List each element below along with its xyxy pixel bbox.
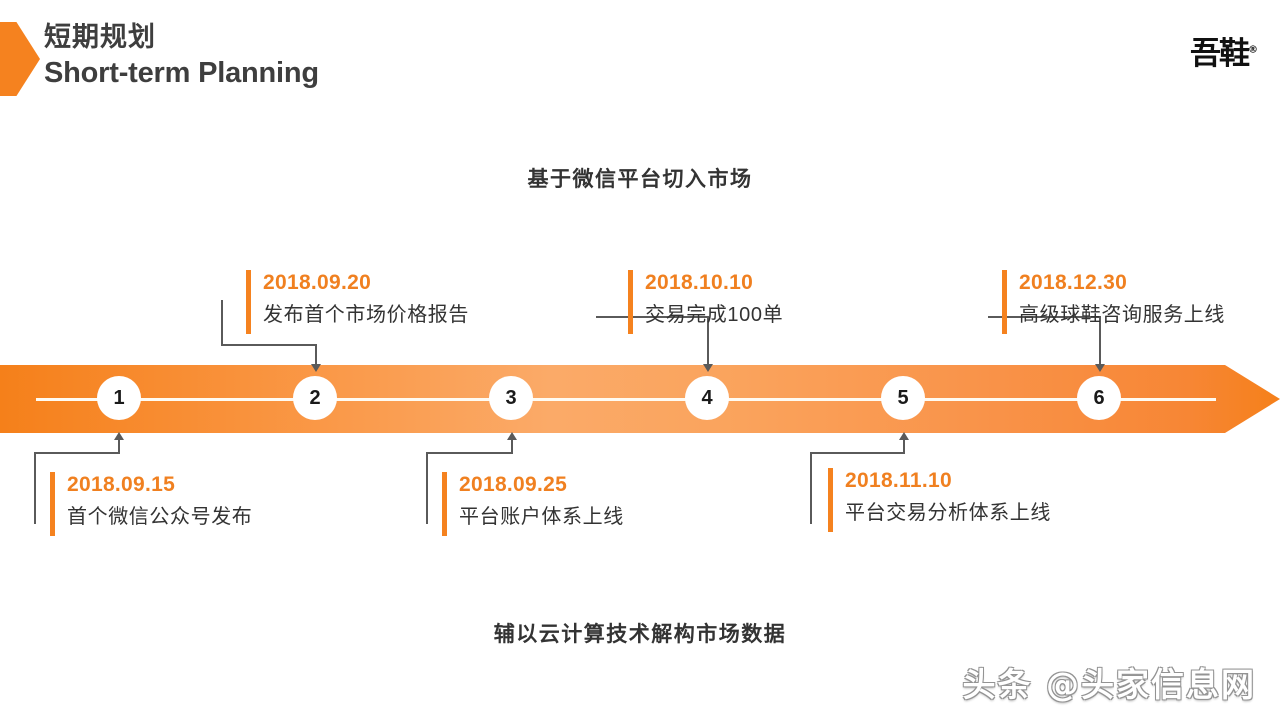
milestone-desc-4: 交易完成100单 [645,304,784,326]
milestone-date-1: 2018.09.15 [67,473,176,496]
milestone-accent-bar-5 [828,468,833,532]
milestone-card-1[interactable]: 2018.09.15 首个微信公众号发布 [50,470,253,536]
milestone-accent-bar-1 [50,472,55,536]
timeline-node-2[interactable]: 2 [293,376,337,420]
milestone-date-5: 2018.11.10 [845,469,952,492]
page-title-cn: 短期规划 [44,22,156,52]
timeline-node-4[interactable]: 4 [685,376,729,420]
milestone-date-6: 2018.12.30 [1019,271,1128,294]
page-title-en: Short-term Planning [44,57,319,89]
timeline-node-1[interactable]: 1 [97,376,141,420]
brand-logo: 吾鞋® [1190,28,1258,73]
heading-bottom: 辅以云计算技术解构市场数据 [493,623,787,646]
milestone-date-2: 2018.09.20 [263,271,372,294]
milestone-date-4: 2018.10.10 [645,271,754,294]
page-title: 短期规划 Short-term Planning [44,24,319,88]
brand-logo-mark: ® [1248,44,1258,56]
milestone-card-5[interactable]: 2018.11.10 平台交易分析体系上线 [828,466,1051,532]
milestone-card-3[interactable]: 2018.09.25 平台账户体系上线 [442,470,624,536]
brand-logo-text: 吾鞋 [1190,36,1250,72]
milestone-desc-5: 平台交易分析体系上线 [845,502,1051,524]
timeline-center-line [36,398,1216,401]
milestone-desc-3: 平台账户体系上线 [459,506,624,528]
timeline-node-6[interactable]: 6 [1077,376,1121,420]
header-chevron-icon [0,22,40,96]
watermark: 头条 @头家信息网 [962,665,1256,704]
milestone-accent-bar-2 [246,270,251,334]
milestone-desc-2: 发布首个市场价格报告 [263,304,469,326]
timeline-node-5[interactable]: 5 [881,376,925,420]
heading-top: 基于微信平台切入市场 [527,168,753,191]
milestone-card-4[interactable]: 2018.10.10 交易完成100单 [628,268,784,334]
milestone-card-2[interactable]: 2018.09.20 发布首个市场价格报告 [246,268,469,334]
milestone-date-3: 2018.09.25 [459,473,568,496]
milestone-accent-bar-6 [1002,270,1007,334]
milestone-desc-6: 高级球鞋咨询服务上线 [1019,304,1225,326]
milestone-accent-bar-3 [442,472,447,536]
milestone-desc-1: 首个微信公众号发布 [67,506,253,528]
milestone-card-6[interactable]: 2018.12.30 高级球鞋咨询服务上线 [1002,268,1225,334]
milestone-accent-bar-4 [628,270,633,334]
timeline-node-3[interactable]: 3 [489,376,533,420]
